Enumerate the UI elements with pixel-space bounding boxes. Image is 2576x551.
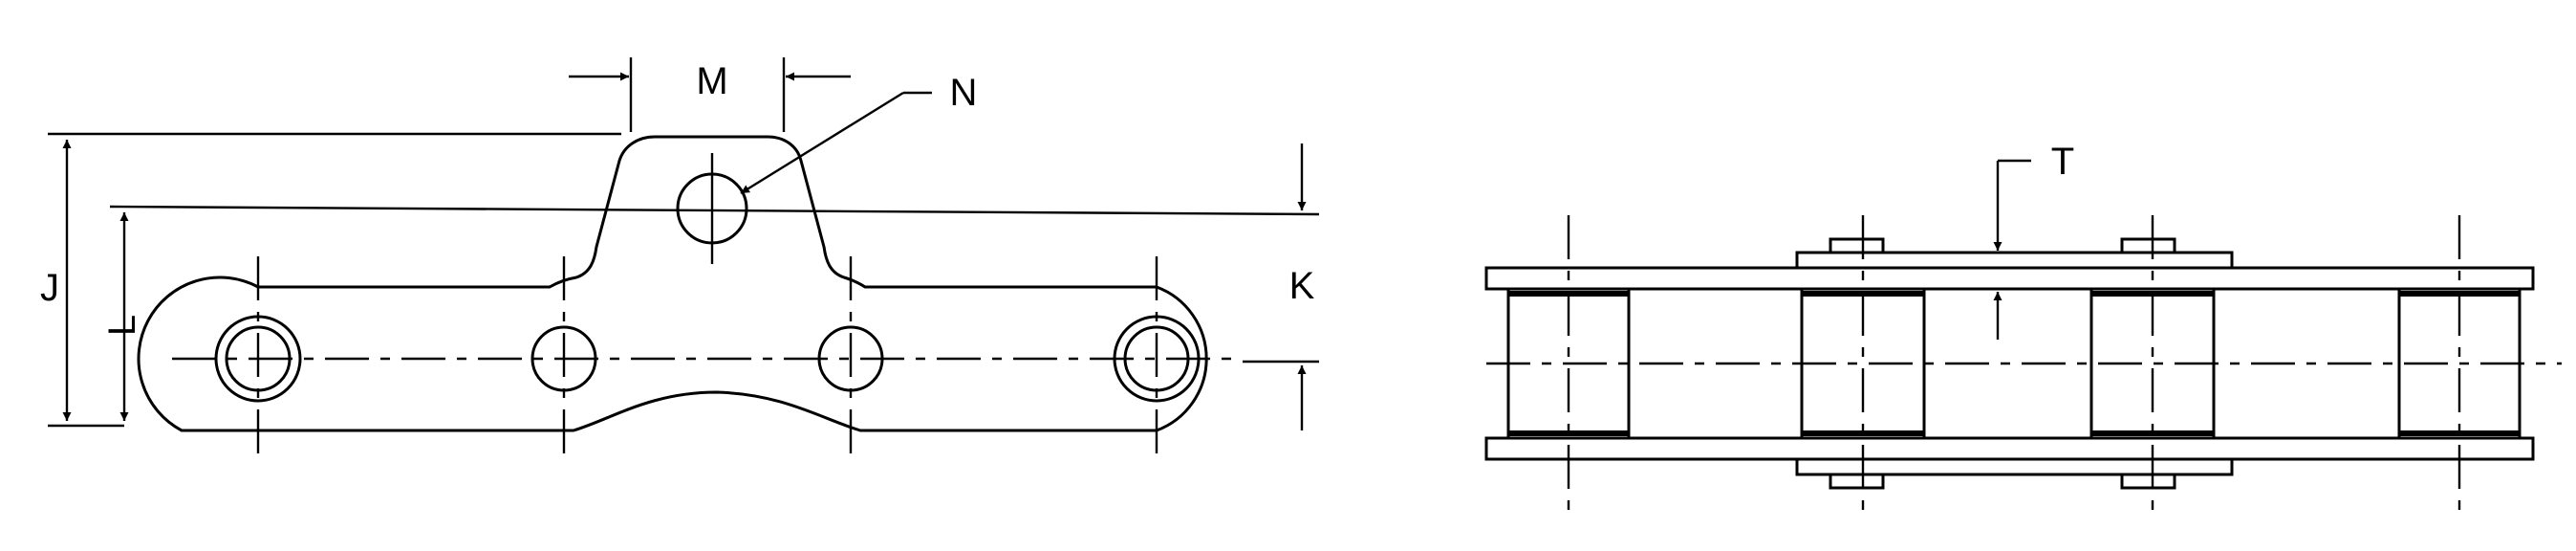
- label-t: T: [2051, 141, 2074, 183]
- inner-plate-top: [1795, 251, 2234, 270]
- label-l: L: [101, 315, 143, 336]
- pin-head-top-2: [2120, 237, 2176, 254]
- extension-hole-center: [109, 205, 1320, 216]
- attachment-plate-outline: [137, 135, 1208, 432]
- outer-plate-bottom: [1484, 436, 2535, 461]
- side-view: J L K M N: [40, 57, 1320, 454]
- label-n: N: [950, 72, 978, 114]
- pin-head-bottom-2: [2120, 473, 2176, 490]
- top-view: T: [1484, 141, 2562, 517]
- pin-head-top-1: [1829, 237, 1885, 254]
- label-k: K: [1289, 265, 1315, 307]
- outer-plate-top: [1484, 266, 2535, 291]
- inner-plate-bottom: [1795, 457, 2234, 476]
- label-j: J: [40, 267, 59, 309]
- label-m: M: [696, 60, 727, 102]
- leader-n-arrow: [740, 91, 904, 195]
- pin-head-bottom-1: [1829, 473, 1885, 490]
